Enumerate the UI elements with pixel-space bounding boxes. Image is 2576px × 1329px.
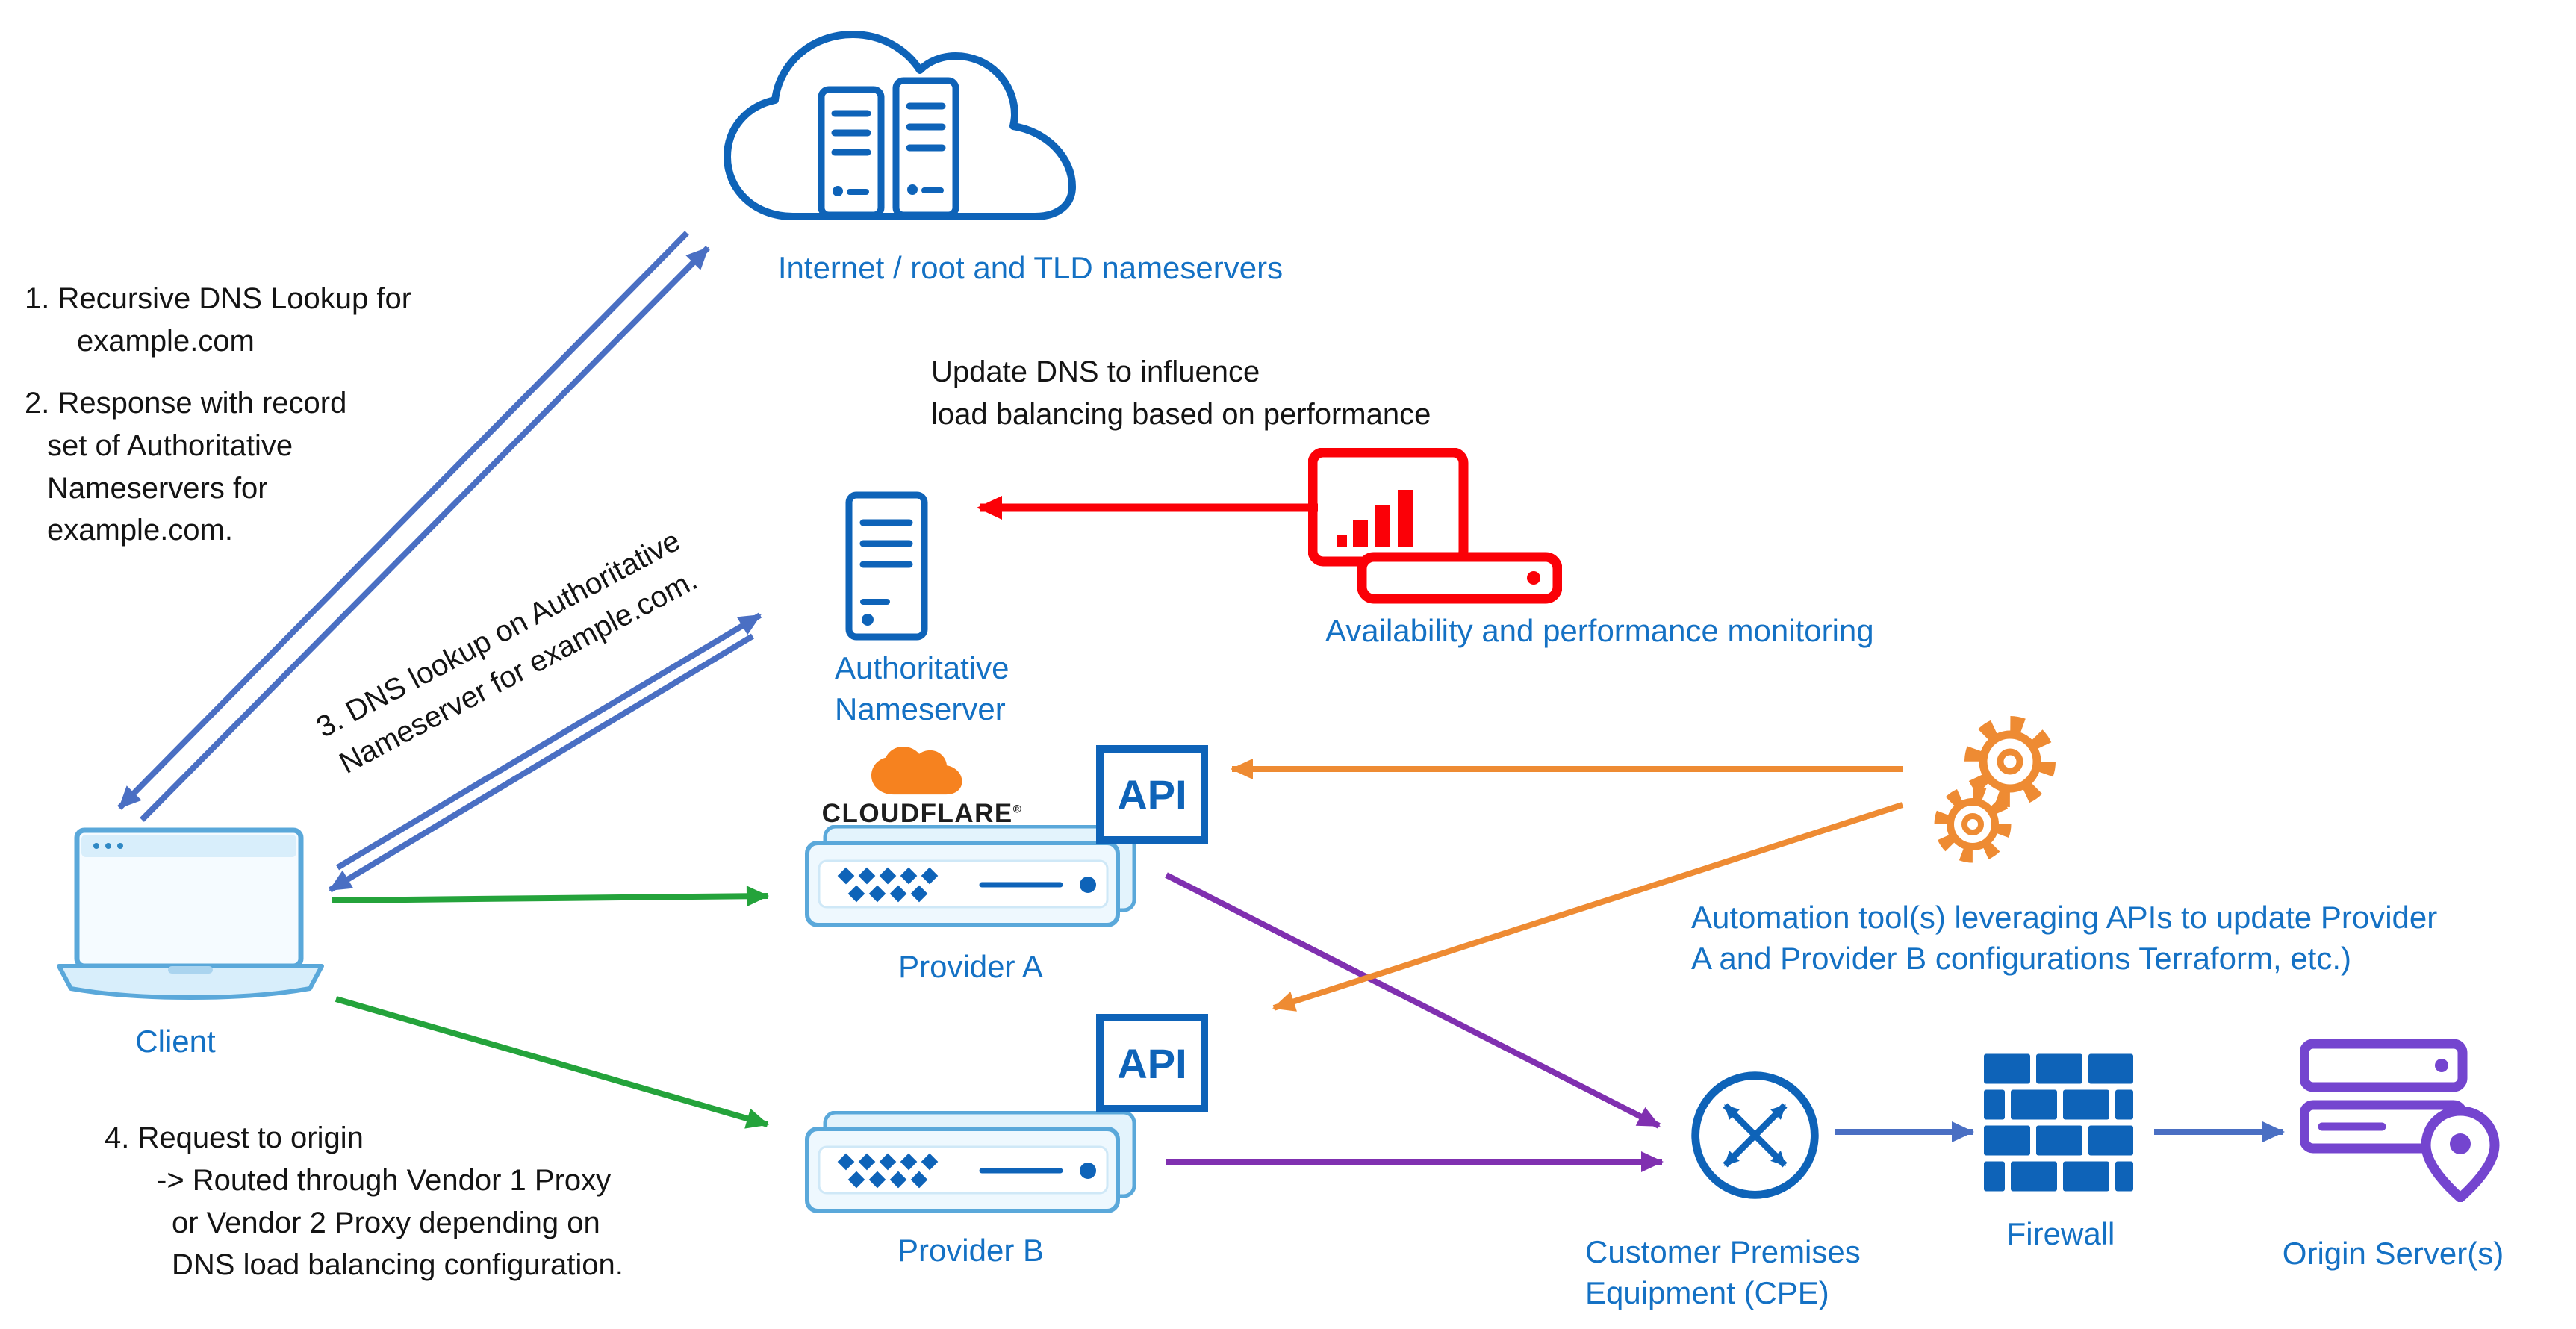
update-dns-line2: load balancing based on performance	[931, 397, 1431, 431]
step2-line1: 2. Response with record	[25, 387, 347, 420]
cloudflare-brand-text: CLOUDFLARE	[821, 799, 1013, 828]
step4-note: 4. Request to origin -> Routed through V…	[105, 1117, 623, 1286]
provider-a-appliance-icon	[805, 825, 1136, 927]
provider-a-label: Provider A	[898, 949, 1043, 984]
arrow-client-provider-b	[335, 996, 769, 1129]
cloudflare-brand-mark: ®	[1012, 803, 1023, 816]
provider-b-api-box: API	[1096, 1014, 1208, 1112]
origin-label: Origin Server(s)	[2282, 1236, 2504, 1271]
cloudflare-logo: CLOUDFLARE®	[806, 747, 1038, 829]
internet-cloud-icon	[724, 31, 1076, 220]
brick-row	[1984, 1053, 2133, 1192]
step4-line1: 4. Request to origin	[105, 1121, 364, 1154]
automation-label-line1: Automation tool(s) leveraging APIs to up…	[1691, 900, 2438, 935]
monitoring-label: Availability and performance monitoring	[1325, 613, 1874, 648]
arrow-provider-a-cpe	[1165, 872, 1661, 1129]
step4-line2: -> Routed through Vendor 1 Proxy	[157, 1163, 612, 1197]
step2-note: 2. Response with record set of Authorita…	[25, 382, 346, 552]
firewall-label: Firewall	[2006, 1216, 2115, 1251]
gear-icon	[1964, 716, 2056, 807]
automation-label-line2: A and Provider B configurations Terrafor…	[1691, 940, 2351, 976]
location-pin-icon	[2421, 1106, 2500, 1202]
update-dns-note: Update DNS to influence load balancing b…	[931, 351, 1431, 436]
firewall-bricks-icon	[1984, 1053, 2133, 1192]
cpe-label-line2: Equipment (CPE)	[1585, 1274, 1829, 1310]
step1-line1: 1. Recursive DNS Lookup for	[25, 282, 412, 315]
step4-line3: or Vendor 2 Proxy depending on	[172, 1206, 600, 1239]
authns-label: Authoritative Nameserver	[835, 648, 1009, 729]
arrow-client-provider-a	[332, 886, 769, 907]
client-laptop-icon	[57, 827, 324, 1000]
gear-icon	[1934, 785, 2012, 863]
step3-line2: Nameserver for example.com.	[334, 563, 703, 780]
authns-label-line1: Authoritative	[835, 650, 1009, 685]
authns-label-line2: Nameserver	[835, 691, 1006, 726]
client-label: Client	[135, 1024, 216, 1059]
rack-icon	[892, 77, 959, 219]
step4-line4: DNS load balancing configuration.	[172, 1248, 623, 1282]
automation-label: Automation tool(s) leveraging APIs to up…	[1691, 897, 2437, 979]
origin-servers-icon	[2300, 1039, 2500, 1202]
cloudflare-cloud-icon	[871, 747, 962, 795]
step1-note: 1. Recursive DNS Lookup for example.com	[25, 278, 411, 363]
cloudflare-wordmark: CLOUDFLARE®	[806, 799, 1038, 829]
monitoring-icon	[1308, 448, 1562, 604]
cpe-router-icon	[1691, 1071, 1819, 1199]
step2-line3: Nameservers for	[47, 471, 268, 505]
provider-a-api-box: API	[1096, 745, 1208, 844]
provider-b-label: Provider B	[897, 1233, 1045, 1268]
rack-icon	[818, 86, 885, 219]
step2-line4: example.com.	[47, 514, 233, 547]
automation-gears-icon	[1934, 716, 2056, 863]
provider-b-appliance-icon	[805, 1111, 1136, 1213]
step2-line2: set of Authoritative	[47, 429, 293, 462]
authoritative-nameserver-icon	[845, 491, 928, 641]
step1-line2: example.com	[77, 324, 255, 358]
update-dns-line1: Update DNS to influence	[931, 355, 1260, 388]
internet-label: Internet / root and TLD nameservers	[777, 250, 1284, 285]
cpe-label-line1: Customer Premises	[1585, 1234, 1861, 1269]
cpe-label: Customer Premises Equipment (CPE)	[1585, 1232, 1861, 1313]
